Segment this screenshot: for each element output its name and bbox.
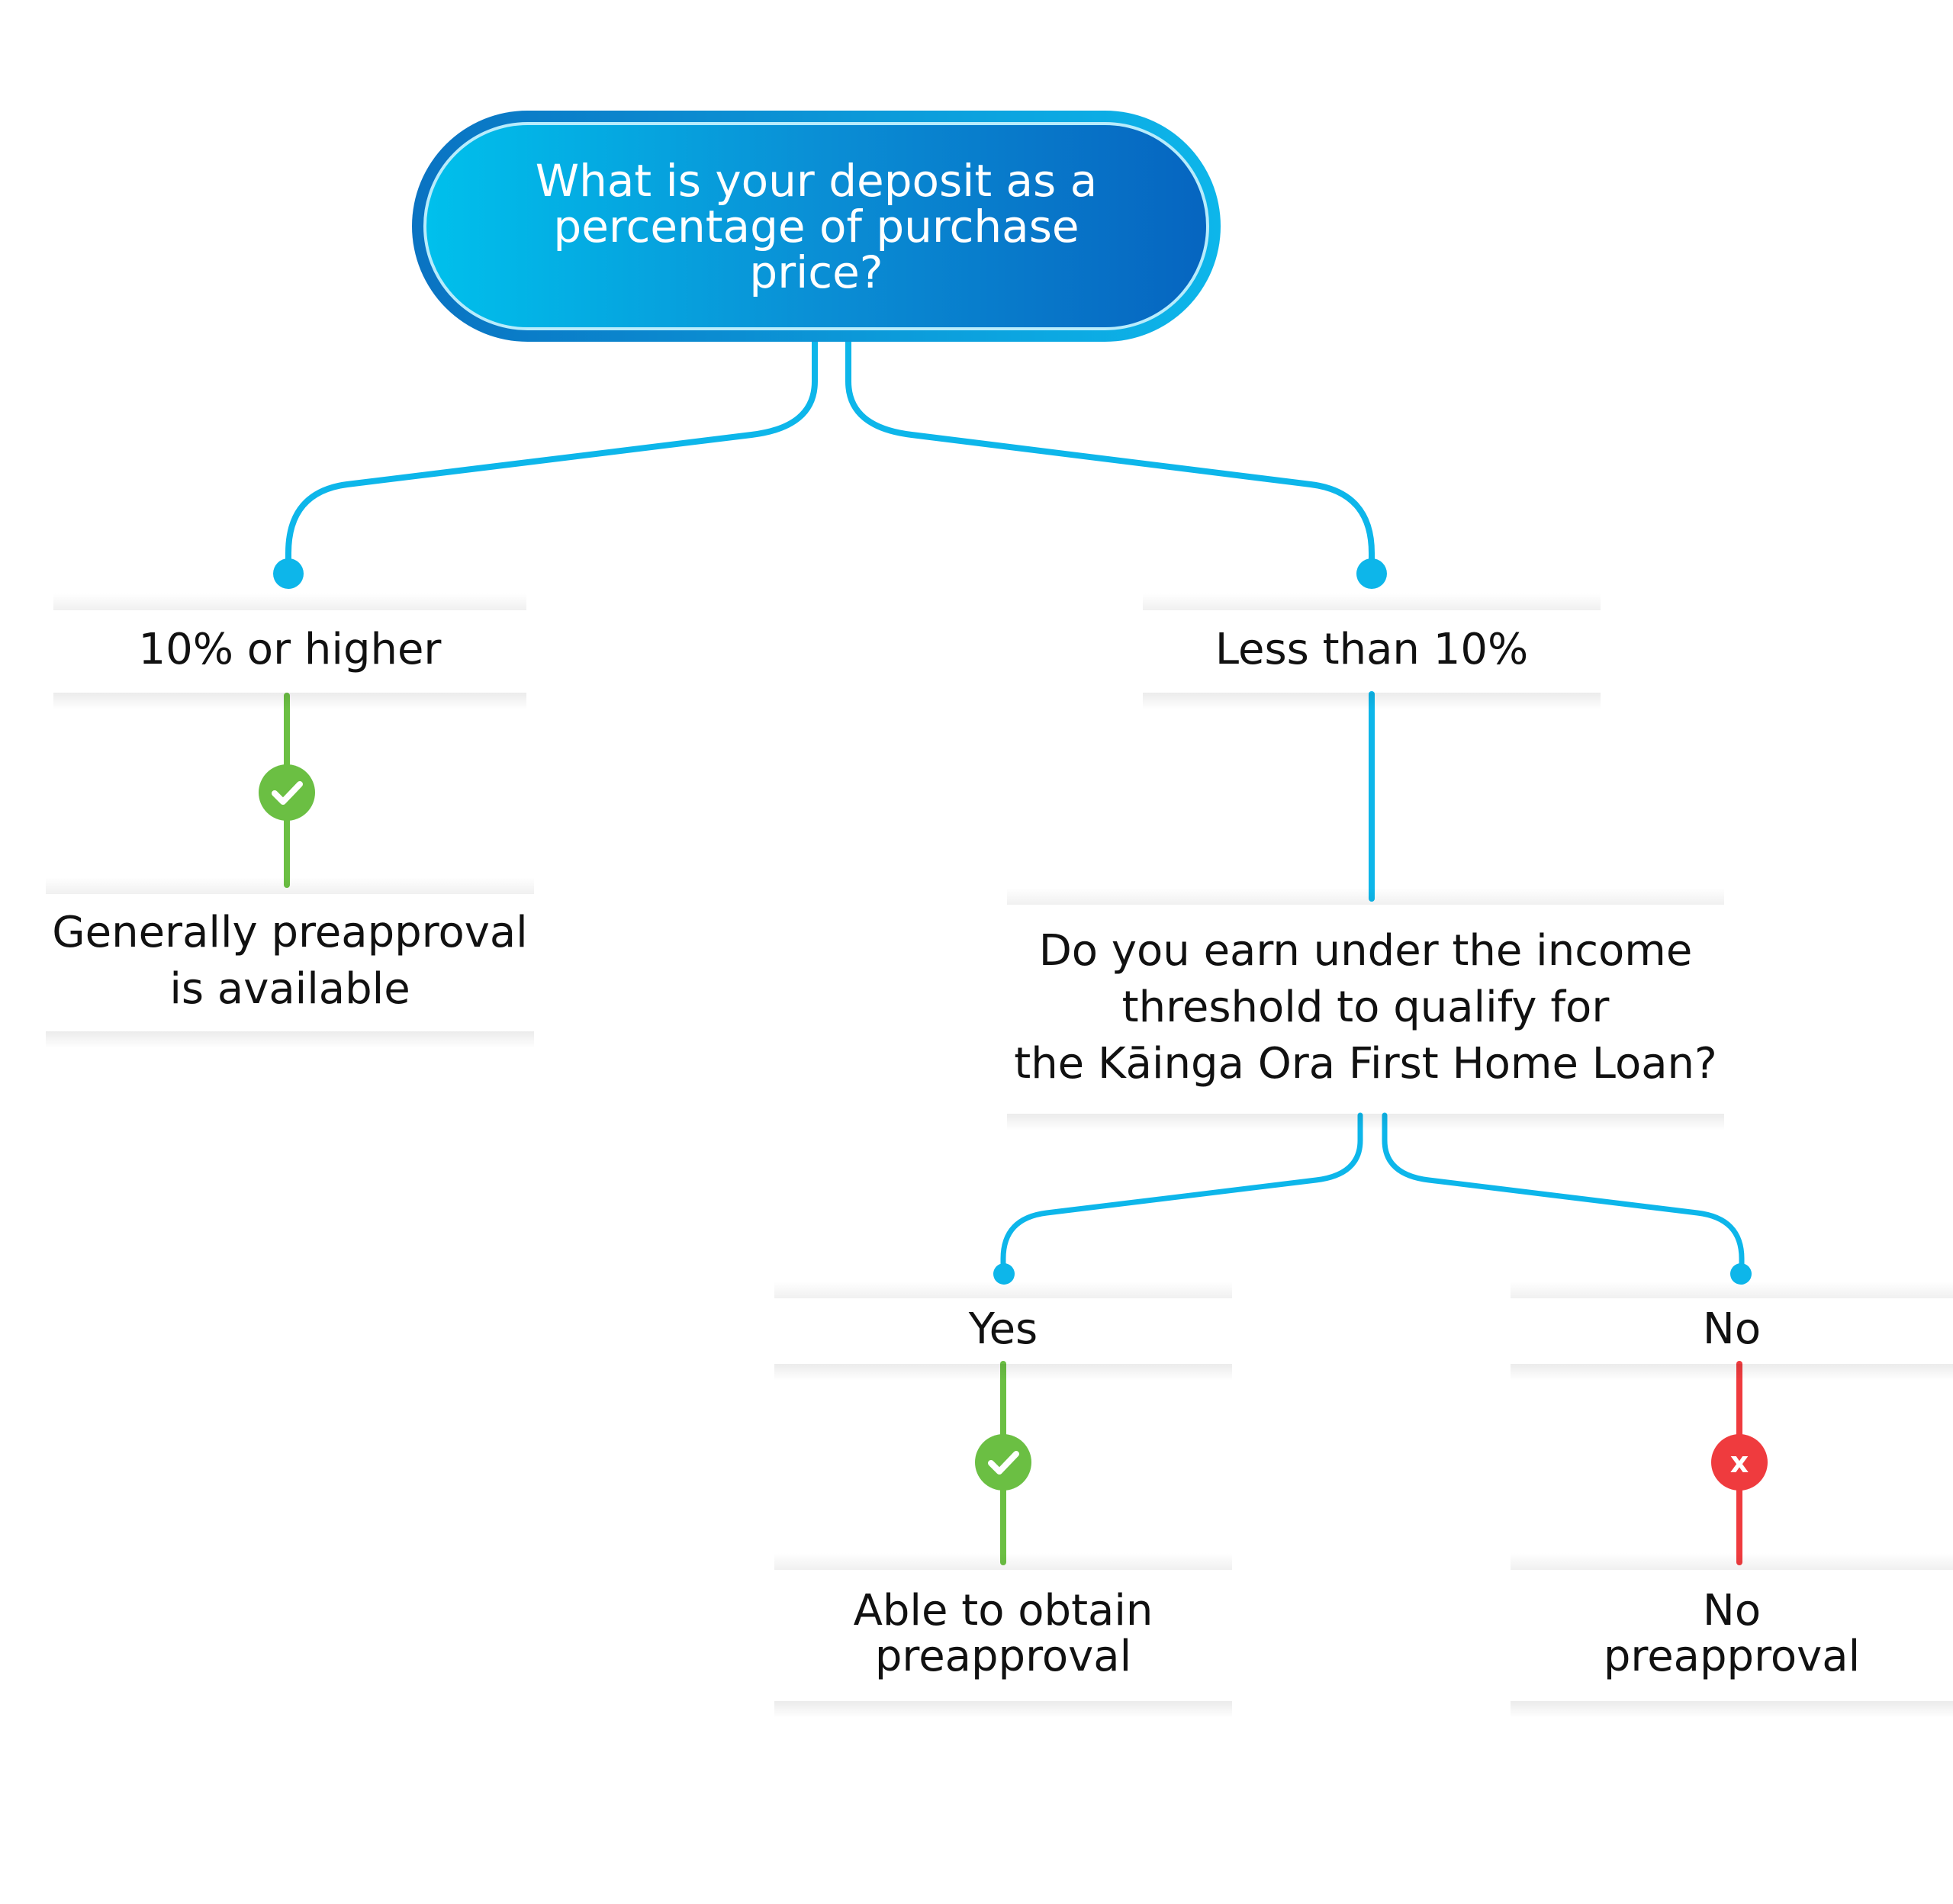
root-question-node: What is your deposit as a percentage of … <box>412 111 1221 342</box>
check-icon <box>259 764 315 821</box>
branch-high-label: 10% or higher <box>53 593 526 709</box>
check-icon <box>975 1434 1031 1491</box>
branch-low-label: Less than 10% <box>1143 593 1601 709</box>
connector-root-to-high <box>285 339 818 577</box>
branch-no-label: No <box>1511 1282 1953 1381</box>
root-question-text: What is your deposit as a percentage of … <box>535 154 1098 298</box>
connector-question-to-no <box>1382 1112 1745 1277</box>
income-threshold-question: Do you earn under the income threshold t… <box>1007 888 1724 1130</box>
connector-question-to-yes <box>1000 1112 1363 1277</box>
branch-high-outcome: Generally preapproval is available <box>46 877 534 1048</box>
branch-yes-outcome: Able to obtain preapproval <box>774 1553 1232 1718</box>
connector-root-to-low <box>845 339 1375 577</box>
branch-yes-label: Yes <box>774 1282 1232 1381</box>
connector-dot-yes <box>993 1263 1015 1285</box>
connector-dot-low <box>1356 558 1387 589</box>
connector-dot-high <box>273 558 304 589</box>
branch-no-outcome: No preapproval <box>1511 1553 1953 1718</box>
connector-dot-no <box>1730 1263 1752 1285</box>
x-icon: x <box>1711 1434 1768 1491</box>
